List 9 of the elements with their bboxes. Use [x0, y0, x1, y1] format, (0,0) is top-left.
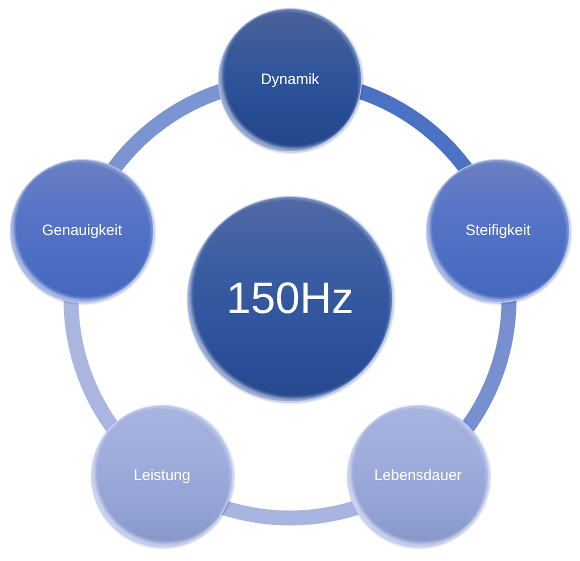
ring-connector — [461, 300, 516, 432]
ring-connector — [64, 300, 119, 432]
node-label: Dynamik — [260, 71, 320, 89]
node-label: Leistung — [134, 467, 190, 485]
node-label: Steifigkeit — [465, 222, 531, 240]
node-label: Genauigkeit — [42, 222, 122, 240]
ring-connector — [222, 500, 358, 526]
node-label: 150Hz — [226, 274, 354, 324]
node-label: Lebensdauer — [374, 467, 462, 485]
